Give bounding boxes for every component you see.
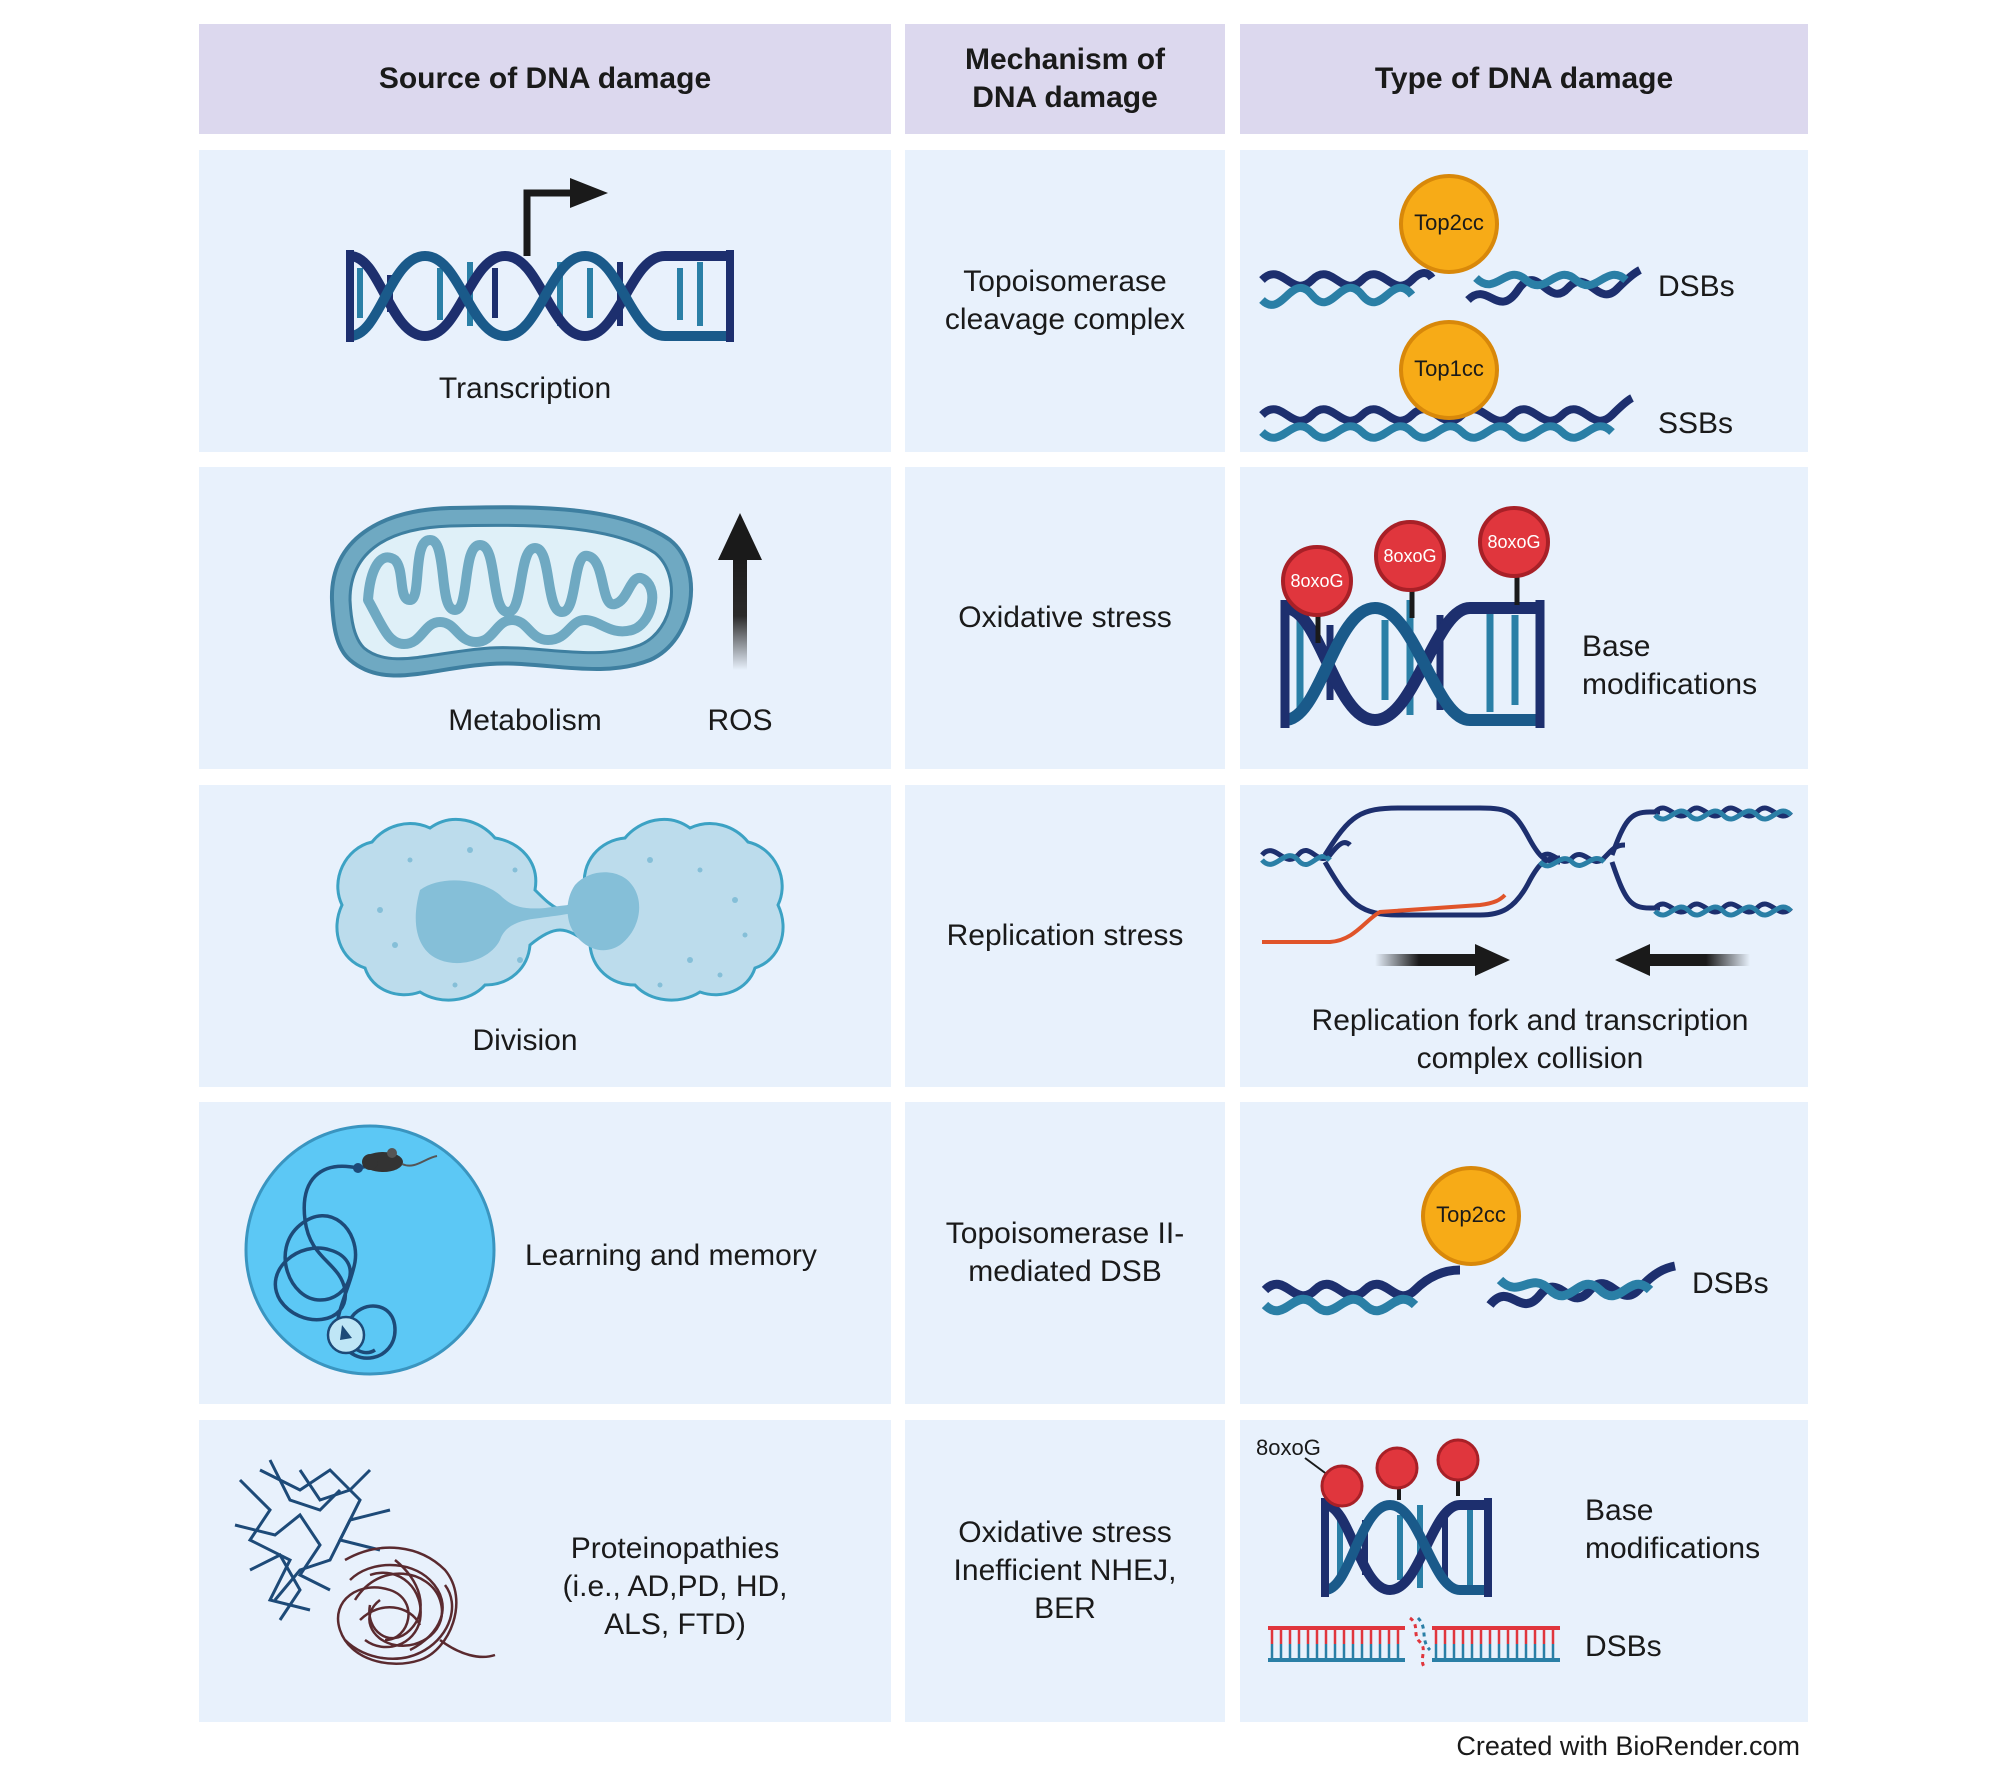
dsbs-label-row5: DSBs bbox=[1585, 1630, 1662, 1663]
ros-up-arrow-icon bbox=[718, 513, 762, 670]
top1cc-badge-text: Top1cc bbox=[1414, 356, 1484, 381]
header-type-text: Type of DNA damage bbox=[1374, 62, 1674, 95]
base-modifications-label-row2: Base modifications bbox=[1582, 630, 1758, 701]
dsbs-label-row4: DSBs bbox=[1692, 1267, 1769, 1300]
top2cc-dna-icon bbox=[1259, 266, 1642, 309]
ros-label: ROS bbox=[707, 704, 773, 737]
row1-mechanism-cell: Topoisomerase cleavage complex bbox=[905, 150, 1225, 452]
oxog-badge-3-text: 8oxoG bbox=[1487, 532, 1541, 552]
row1-mechanism-text: Topoisomerase cleavage complex bbox=[944, 265, 1186, 336]
transcription-label: Transcription bbox=[438, 372, 612, 405]
oxog-badge-1-text: 8oxoG bbox=[1290, 571, 1344, 591]
oxidized-dna-icon bbox=[1280, 574, 1545, 728]
dividing-cell-icon bbox=[335, 817, 785, 1002]
replication-fork-icon bbox=[1260, 805, 1793, 976]
row2-mechanism-cell: Oxidative stress bbox=[905, 467, 1225, 769]
biorender-credit: Created with BioRender.com bbox=[1456, 1731, 1800, 1761]
row5-mechanism-text: Oxidative stress Inefficient NHEJ, BER bbox=[953, 1516, 1177, 1625]
proteinopathies-label: Proteinopathies (i.e., AD,PD, HD, ALS, F… bbox=[562, 1532, 788, 1641]
top2cc-dsb-dna-icon bbox=[1261, 1261, 1676, 1316]
ssbs-label-row1: SSBs bbox=[1658, 407, 1734, 440]
row3-damage-cell bbox=[1240, 785, 1808, 1087]
base-modifications-label-row5: Base modifications bbox=[1585, 1494, 1761, 1565]
learning-memory-label: Learning and memory bbox=[525, 1239, 817, 1272]
header-mechanism: Mechanism of DNA damage bbox=[905, 24, 1225, 134]
row4-damage-cell bbox=[1240, 1102, 1808, 1404]
protein-aggregates-icon bbox=[234, 1459, 496, 1665]
header-source: Source of DNA damage bbox=[199, 24, 891, 134]
metabolism-label: Metabolism bbox=[448, 704, 602, 737]
oxog-badge-2-text: 8oxoG bbox=[1383, 546, 1437, 566]
header-source-text: Source of DNA damage bbox=[378, 62, 712, 95]
top2cc-badge-row4-icon bbox=[1421, 1166, 1521, 1266]
transcription-dna-icon bbox=[346, 178, 734, 342]
broken-dna-ladder-icon bbox=[1268, 1616, 1560, 1669]
top2cc-badge-text: Top2cc bbox=[1414, 210, 1484, 235]
oxog-badge-1-icon bbox=[1281, 545, 1353, 617]
division-label: Division bbox=[472, 1024, 578, 1057]
row5-mechanism-cell: Oxidative stress Inefficient NHEJ, BER bbox=[905, 1420, 1225, 1722]
oxog-marker-3-icon bbox=[1436, 1438, 1480, 1482]
top1cc-badge-icon bbox=[1399, 320, 1499, 420]
oxog-pointer-text: 8oxoG bbox=[1256, 1435, 1321, 1460]
row2-mechanism-text: Oxidative stress bbox=[958, 601, 1172, 634]
oxidized-dna-row5-icon bbox=[1304, 1457, 1492, 1597]
header-mechanism-text: Mechanism of DNA damage bbox=[964, 43, 1166, 114]
row4-mechanism-text: Topoisomerase II-mediated DSB bbox=[945, 1217, 1185, 1288]
top2cc-badge-icon bbox=[1399, 174, 1499, 274]
row3-mechanism-text: Replication stress bbox=[946, 919, 1184, 952]
oxog-badge-3-icon bbox=[1478, 506, 1550, 578]
oxog-badge-2-icon bbox=[1374, 520, 1446, 592]
mitochondrion-icon bbox=[329, 505, 693, 678]
replication-collision-label: Replication fork and transcription compl… bbox=[1311, 1004, 1749, 1075]
row4-mechanism-cell: Topoisomerase II-mediated DSB bbox=[905, 1102, 1225, 1404]
row5-source-cell bbox=[199, 1420, 891, 1722]
water-maze-icon bbox=[244, 1124, 496, 1376]
header-type: Type of DNA damage bbox=[1240, 24, 1808, 134]
oxog-marker-2-icon bbox=[1375, 1446, 1419, 1490]
row3-mechanism-cell: Replication stress bbox=[905, 785, 1225, 1087]
dsbs-label-row1: DSBs bbox=[1658, 270, 1735, 303]
top2cc-badge-row4-text: Top2cc bbox=[1436, 1202, 1506, 1227]
oxog-marker-1-icon bbox=[1320, 1464, 1364, 1508]
